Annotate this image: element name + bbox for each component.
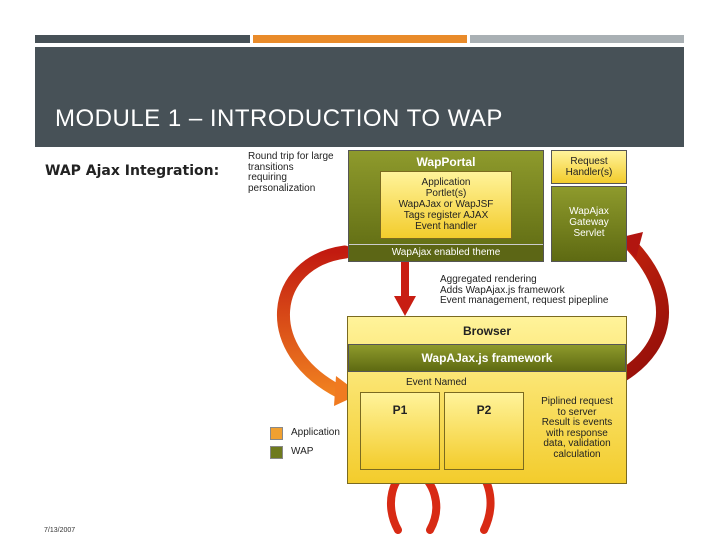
p1-box: P1 [360, 392, 440, 470]
pipelined-note: Piplined request to server Result is eve… [530, 396, 624, 460]
roundtrip-note-line: Round trip for large [248, 151, 334, 162]
legend-item: WAP [270, 446, 340, 459]
event-named-label: Event Named [406, 377, 467, 388]
p2-label: P2 [476, 403, 492, 417]
render-arrow-shaft [401, 262, 409, 298]
portlet-line: Tags register AJAX [403, 210, 489, 221]
wapportal-box: WapPortal Application Portlet(s) WapAJax… [348, 150, 544, 262]
legend-swatch-application [270, 427, 283, 440]
aggregated-note: Aggregated rendering Adds WapAjax.js fra… [440, 274, 609, 307]
browser-title: Browser [462, 324, 512, 338]
roundtrip-note-line: transitions [248, 161, 294, 173]
pipelined-line: with response [546, 427, 608, 439]
footer-date: 7/13/2007 [44, 527, 76, 534]
browser-box: Browser WapAJax.js framework Event Named… [347, 316, 627, 484]
portlet-line: Portlet(s) [425, 188, 467, 199]
p1-label: P1 [392, 403, 408, 417]
request-handler-box: Request Handler(s) [551, 150, 627, 184]
wapportal-title: WapPortal [416, 155, 476, 169]
pipelined-line: Piplined request [541, 396, 613, 407]
aggregated-note-line: Adds WapAjax.js framework [440, 284, 565, 296]
application-portlet-box: Application Portlet(s) WapAJax or WapJSF… [380, 171, 512, 239]
portlet-line: Event handler [415, 221, 477, 232]
title-band: MODULE 1 – INTRODUCTION TO WAP [35, 47, 684, 147]
pipelined-line: to server [557, 406, 597, 418]
aggregated-note-line: Aggregated rendering [440, 274, 537, 285]
p2-box: P2 [444, 392, 524, 470]
roundtrip-note: Round trip for large transitions requiri… [248, 151, 334, 194]
framework-bar: WapAJax.js framework [348, 344, 626, 372]
render-arrow-head [394, 296, 416, 316]
roundtrip-arrow-left [276, 245, 352, 399]
legend-item: Application [270, 427, 340, 440]
legend-swatch-wap [270, 446, 283, 459]
portlet-line: WapAJax or WapJSF [398, 199, 494, 210]
legend: Application WAP [270, 427, 340, 459]
pipelined-line: calculation [553, 448, 601, 460]
slide-subtitle: WAP Ajax Integration: [45, 163, 220, 179]
legend-label: WAP [291, 446, 314, 458]
legend-label: Application [291, 427, 340, 439]
slide-title: MODULE 1 – INTRODUCTION TO WAP [55, 105, 503, 132]
accent-bar-dark [35, 35, 250, 43]
accent-bar-gray [470, 35, 684, 43]
pipelined-line: Result is events [541, 417, 613, 428]
accent-bar-orange [253, 35, 467, 43]
roundtrip-note-line: personalization [248, 182, 316, 194]
wapajax-theme-bar: WapAjax enabled theme [349, 244, 543, 261]
pipelined-line: data, validation [543, 438, 611, 449]
aggregated-note-line: Event management, request pipepline [440, 295, 609, 306]
portlet-line: Application [421, 177, 471, 188]
gateway-servlet-box: WapAjax Gateway Servlet [551, 186, 627, 262]
roundtrip-note-line: requiring [248, 172, 287, 183]
